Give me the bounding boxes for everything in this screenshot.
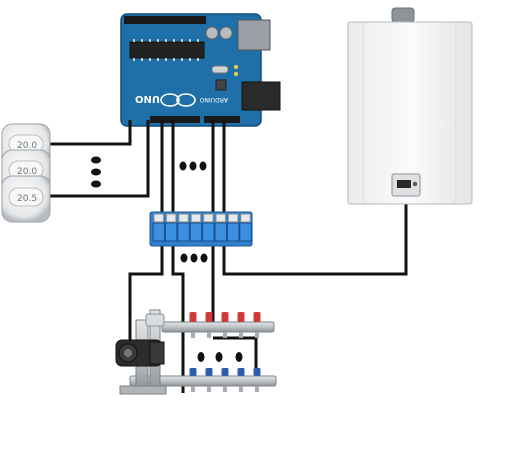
usb-port (237, 19, 271, 51)
return-valve-cap (205, 368, 213, 376)
supply-outlet (255, 332, 259, 338)
relay-terminal (227, 213, 239, 223)
boiler-knob (412, 181, 418, 187)
relay-channel (214, 222, 227, 242)
supply-valve-cap (205, 312, 213, 322)
return-valve-cap (237, 368, 245, 376)
led (234, 72, 238, 76)
return-outlet (207, 386, 211, 392)
thermostat-2-reading: 20.0 (17, 167, 37, 177)
circulation-pump (115, 339, 165, 367)
capacitor (205, 26, 219, 40)
wire-actuator-3 (222, 200, 408, 276)
reset-button (215, 79, 227, 91)
mixing-valve (145, 313, 165, 327)
return-valve-cap (253, 368, 261, 376)
return-valve-cap (189, 368, 197, 376)
supply-valve-cap (189, 312, 197, 322)
boiler-flue (391, 7, 415, 23)
microcontroller-chip (129, 41, 205, 59)
manifold-return-bar (129, 375, 277, 387)
manifold-supply-bar (161, 321, 275, 333)
power-jack (241, 81, 281, 111)
arduino-board: UNO ARDUINO (120, 13, 281, 127)
relay-terminal (215, 213, 226, 223)
arduino-brand-label: ARDUINO (199, 96, 228, 103)
relay-terminal (240, 213, 251, 223)
arduino-logo: UNO ARDUINO (135, 93, 228, 107)
thermostat-3: 20.5 (1, 175, 51, 223)
relay-terminal (190, 213, 202, 223)
wire-thermostat-3 (50, 120, 150, 198)
supply-outlet (207, 332, 211, 338)
crystal (211, 65, 229, 74)
thermostat-3-reading: 20.5 (17, 194, 37, 204)
led (234, 65, 238, 69)
relay-channel (202, 222, 215, 242)
relay-channel (189, 222, 203, 242)
relay-channel (177, 222, 190, 242)
relay-channel (164, 222, 178, 242)
return-outlet (239, 386, 243, 392)
relay-terminal (153, 213, 164, 223)
supply-valve-cap (253, 312, 261, 322)
relay-channel (152, 222, 165, 242)
return-outlet (223, 386, 227, 392)
relay-terminal (203, 213, 214, 223)
capacitor (219, 26, 233, 40)
wire-pump (128, 244, 164, 340)
supply-valve-cap (237, 312, 245, 322)
wire-thermostat-1 (50, 120, 132, 146)
continuation-dots (91, 156, 243, 362)
supply-valve-cap (221, 312, 229, 322)
digital-header (124, 16, 206, 24)
boiler-body (347, 21, 473, 205)
relay-terminal (165, 213, 177, 223)
power-header (204, 116, 240, 123)
thermostat-1-reading: 20.0 (17, 141, 37, 151)
wire-actuator-1 (171, 244, 185, 393)
boiler-control-panel (391, 173, 421, 197)
thermostat-group: 20.0 20.0 20.5 (1, 123, 51, 223)
return-outlet (255, 386, 259, 392)
relay-module (149, 211, 253, 247)
supply-outlet (223, 332, 227, 338)
relay-terminal (178, 213, 189, 223)
return-valve-cap (221, 368, 229, 376)
relay-channel (226, 222, 240, 242)
boiler-display (397, 180, 411, 188)
boiler (347, 7, 473, 205)
supply-outlet (239, 332, 243, 338)
relay-channel (239, 222, 252, 242)
arduino-model-label: UNO (135, 93, 160, 104)
return-outlet (191, 386, 195, 392)
chip-pins (133, 39, 199, 61)
analog-header (150, 116, 200, 123)
manifold (115, 309, 277, 395)
supply-outlet (191, 332, 195, 338)
